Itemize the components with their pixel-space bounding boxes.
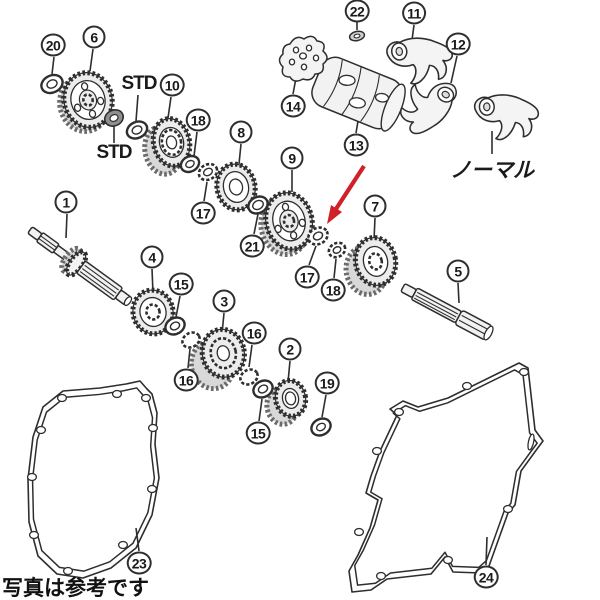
spline-washer-part-17-right: [307, 226, 329, 246]
gasket-part-23: [26, 380, 160, 579]
callout-1: 1: [54, 190, 78, 214]
callout-2: 2: [278, 337, 302, 361]
callout-12: 12: [445, 32, 471, 56]
callout-4: 4: [140, 245, 164, 269]
gear-part-9: [258, 190, 315, 258]
washer-part-18-left: [179, 154, 201, 174]
callout-19: 19: [314, 371, 340, 395]
callout-22: 22: [344, 0, 370, 23]
callout-23: 23: [126, 551, 152, 575]
callout-15-right: 15: [245, 421, 271, 445]
callout-11: 11: [402, 1, 426, 25]
small-gasket-part-14: [278, 35, 328, 82]
callout-6: 6: [82, 25, 106, 49]
callout-8: 8: [229, 120, 253, 144]
callout-9: 9: [280, 146, 304, 170]
callout-7: 7: [363, 194, 387, 218]
caption-text: 写真は参考です: [2, 577, 149, 600]
bushing-std-lower: [103, 109, 125, 127]
callout-18-right: 18: [320, 278, 346, 302]
callout-17-right: 17: [294, 265, 320, 289]
gear-part-10: [142, 116, 193, 177]
washer-part-22: [348, 30, 366, 42]
washer-part-15-left: [164, 316, 186, 336]
std-label-upper: STD: [121, 73, 158, 94]
callout-17-left: 17: [190, 201, 216, 225]
washer-part-20: [40, 73, 64, 95]
callout-3: 3: [212, 289, 236, 313]
gasket-23-bolt-holes: [26, 389, 159, 576]
callout-10: 10: [159, 73, 185, 97]
output-shaft-part-5: [400, 283, 494, 341]
callout-20: 20: [40, 33, 66, 57]
shift-fork-normal: [473, 91, 541, 142]
normal-label: ノーマル: [450, 159, 534, 182]
gasket-part-24: [348, 362, 544, 593]
washer-std-upper: [125, 120, 149, 140]
callout-24: 24: [473, 565, 499, 589]
gear-part-6: [57, 70, 115, 134]
gear-part-4: [130, 287, 176, 337]
callout-13: 13: [343, 133, 369, 157]
callout-16-left: 16: [173, 368, 199, 392]
gasket-24-bolt-holes: [353, 367, 535, 581]
gear-part-8: [214, 161, 258, 213]
callout-18-left: 18: [185, 108, 211, 132]
washer-part-19: [310, 417, 332, 437]
shift-drum-part-13: [311, 56, 406, 132]
spline-washer-part-17-left: [197, 162, 219, 182]
callout-16-right: 16: [241, 321, 267, 345]
gear-part-7: [343, 235, 399, 297]
callout-14: 14: [280, 94, 306, 118]
spline-washer-part-18-right: [327, 241, 347, 259]
washer-part-15-right: [252, 379, 274, 399]
red-arrow: [327, 164, 366, 224]
washer-part-21: [247, 195, 269, 215]
std-label-lower: STD: [96, 142, 133, 163]
callout-5: 5: [446, 259, 470, 283]
input-shaft-part-1: [27, 226, 133, 307]
callout-21: 21: [239, 234, 265, 258]
gear-part-2: [264, 378, 309, 427]
callout-15-left: 15: [168, 272, 194, 296]
